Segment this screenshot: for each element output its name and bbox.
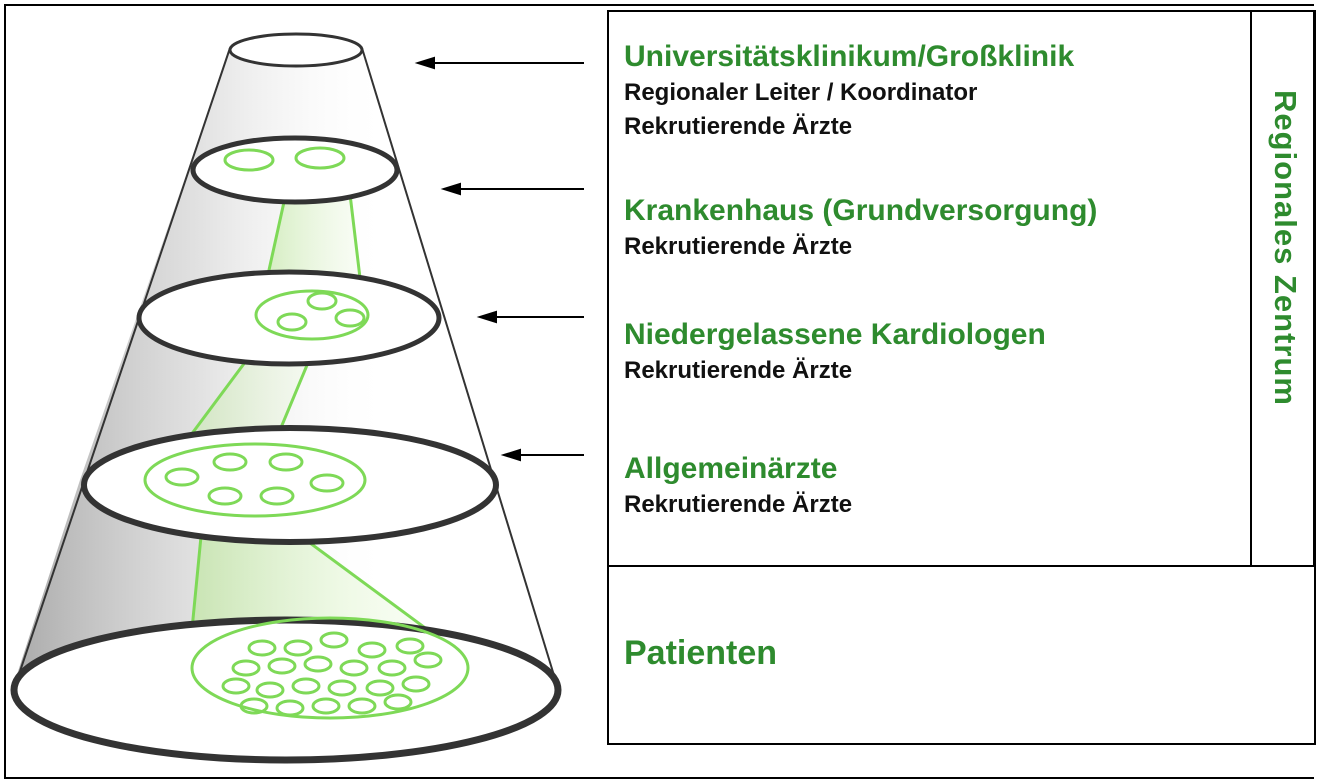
cone-left-side [11, 47, 231, 696]
disc-top [228, 32, 364, 68]
level-cardiologists: Niedergelassene Kardiologen Rekrutierend… [624, 316, 1046, 388]
regional-center-label: Regionales Zentrum [1263, 90, 1307, 500]
disc-4-circle [207, 486, 243, 506]
disc-bottom [10, 616, 562, 764]
disc-3 [136, 269, 442, 367]
disc-4-ring [143, 442, 367, 518]
disc-3-circle [276, 312, 308, 332]
disc-4-circle [259, 486, 295, 506]
right-edge [1313, 10, 1316, 567]
disc-4-circle [309, 473, 345, 493]
disc-3-circle [306, 291, 338, 311]
level-university-clinic: Universitätsklinikum/Großklinik Regional… [624, 38, 1074, 144]
level-title: Allgemeinärzte [624, 452, 838, 485]
patients-label: Patienten [624, 634, 778, 672]
level-line: Rekrutierende Ärzte [624, 113, 853, 140]
disc-2-circle [223, 148, 275, 172]
column-divider [1250, 10, 1252, 567]
disc-4-circle [164, 467, 200, 487]
arrow [476, 310, 584, 324]
level-line: Regionaler Leiter / Koordinator [624, 79, 978, 106]
level-hospital: Krankenhaus (Grundversorgung) Rekrutiere… [624, 192, 1097, 264]
disc-2-circle [294, 146, 346, 170]
disc-4-circle [268, 452, 304, 472]
outer-border [4, 4, 1314, 779]
level-line: Rekrutierende Ärzte [624, 233, 853, 260]
arrow [414, 56, 584, 70]
cone-right-side [361, 47, 561, 696]
arrow [440, 182, 584, 196]
regional-center-text: Regionales Zentrum [1268, 90, 1303, 406]
level-line: Rekrutierende Ärzte [624, 357, 853, 384]
cone-illustration [10, 32, 584, 764]
level-title: Krankenhaus (Grundversorgung) [624, 194, 1098, 227]
level-general-practitioners: Allgemeinärzte Rekrutierende Ärzte [624, 450, 852, 522]
disc-3-ring [254, 289, 370, 341]
disc-3-circle [334, 308, 366, 328]
patient-circles [221, 631, 443, 717]
level-title: Universitätsklinikum/Großklinik [624, 40, 1075, 73]
level-line: Rekrutierende Ärzte [624, 491, 853, 518]
disc-2 [190, 135, 400, 205]
disc-4-circle [212, 452, 248, 472]
arrow [500, 448, 584, 462]
patients-box [607, 565, 1316, 745]
disc-bottom-ring [190, 616, 470, 720]
level-title: Niedergelassene Kardiologen [624, 318, 1046, 351]
disc-4 [81, 425, 499, 545]
